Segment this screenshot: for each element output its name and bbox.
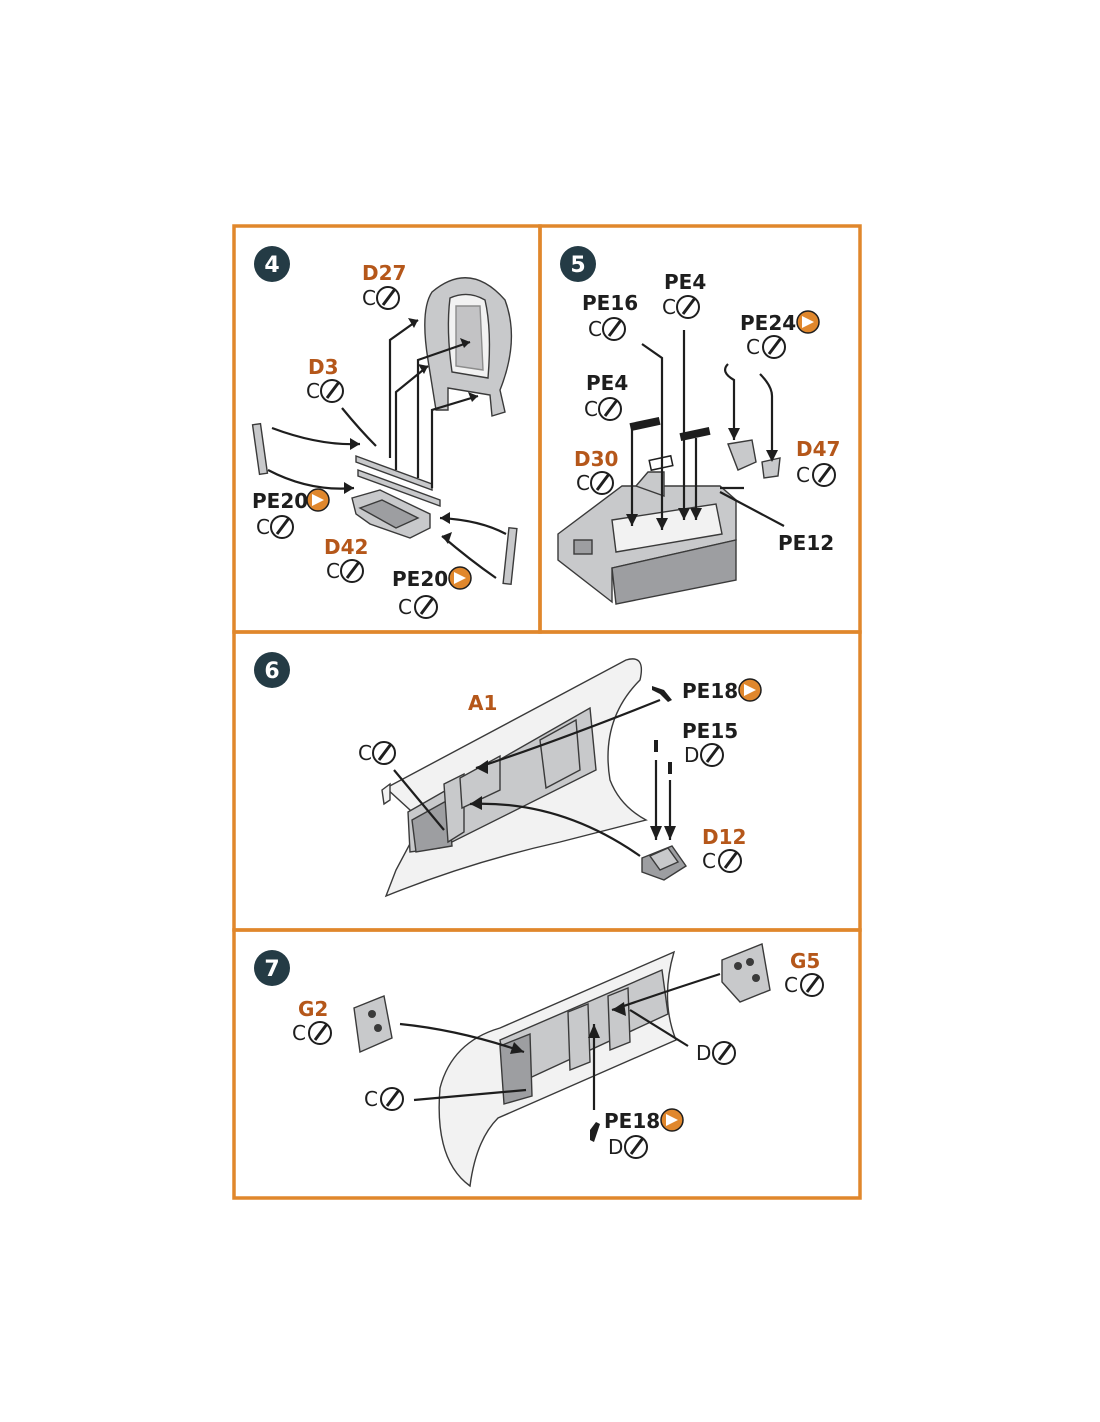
step-6-badge [254,652,290,688]
step-5-badge [560,246,596,282]
photo-etch-icon [306,488,330,512]
paint-brush-icon [718,849,742,873]
part-label-pe4-b: PE4 [586,371,628,395]
photo-etch-icon [660,1108,684,1132]
paint-code-d27: C [362,286,376,310]
photo-etch-icon [738,678,762,702]
part-label-pe4-a: PE4 [664,270,706,294]
step-4-badge [254,246,290,282]
part-label-pe18-b: PE18 [604,1109,660,1133]
paint-code-d3: C [306,379,320,403]
paint-brush-icon [320,379,344,403]
part-label-pe12: PE12 [778,531,834,555]
paint-brush-icon [376,286,400,310]
instrument-panel-g2 [353,995,393,1054]
paint-code-pe20-b: C [398,595,412,619]
step-7-frame [232,928,862,1200]
part-label-d42: D42 [324,535,368,559]
paint-brush-icon [602,317,626,341]
part-label-pe20-a: PE20 [252,489,308,513]
paint-brush-icon [590,471,614,495]
paint-code-d47: C [796,463,810,487]
paint-code-pe18-b: D [608,1135,623,1159]
photo-etch-icon [448,566,472,590]
step-6-panel: 6 A1 C PE18 PE1 [254,652,762,898]
part-label-d27: D27 [362,261,406,285]
paint-brush-icon [308,1021,332,1045]
paint-brush-icon [700,743,724,767]
paint-code-pe15: D [684,743,699,767]
paint-code-d-side: D [696,1041,711,1065]
part-label-pe16: PE16 [582,291,638,315]
step-7-badge [254,950,290,986]
paint-brush-icon [414,595,438,619]
paint-code-pe4-b: C [584,397,598,421]
paint-code-pe4-a: C [662,295,676,319]
seat-frame-d3 [355,454,433,492]
paint-code-d12: C [702,849,716,873]
paint-brush-icon [372,741,396,765]
step-5-number: 5 [570,253,585,278]
step-4-number: 4 [264,253,279,278]
step-4-panel: 4 [251,246,518,619]
paint-brush-icon [380,1087,404,1111]
paint-code-fuselage: C [358,741,372,765]
part-label-d47: D47 [796,437,840,461]
paint-brush-icon [800,973,824,997]
part-label-pe15: PE15 [682,719,738,743]
part-label-pe24: PE24 [740,311,796,335]
paint-brush-icon [812,463,836,487]
part-label-g2: G2 [298,997,328,1021]
paint-brush-icon [270,515,294,539]
paint-code-g2: C [292,1021,306,1045]
step-5-arrows [630,330,785,530]
paint-brush-icon [712,1041,736,1065]
part-label-a1: A1 [468,691,497,715]
step-7-number: 7 [264,957,279,982]
step-7-panel: 7 G5 C G2 C D C [254,943,824,1188]
paint-code-pe16: C [588,317,602,341]
photo-etch-icon [796,310,820,334]
paint-brush-icon [762,335,786,359]
paint-brush-icon [676,295,700,319]
step-6-number: 6 [264,659,279,684]
part-label-d30: D30 [574,447,618,471]
pe16-strip [629,416,661,432]
paint-brush-icon [340,559,364,583]
part-label-d12: D12 [702,825,746,849]
step-5-panel: 5 PE4 C [557,246,840,605]
paint-brush-icon [624,1135,648,1159]
panel-frames [232,224,862,1200]
paint-code-pe24: C [746,335,760,359]
paint-code-pe20-a: C [256,515,270,539]
part-label-pe20-b: PE20 [392,567,448,591]
paint-code-g5: C [784,973,798,997]
paint-code-d42: C [326,559,340,583]
part-label-d3: D3 [308,355,339,379]
part-label-pe18-a: PE18 [682,679,738,703]
paint-code-d30: C [576,471,590,495]
paint-code-c-side: C [364,1087,378,1111]
part-label-g5: G5 [790,949,820,973]
instrument-panel-g5 [721,943,771,1003]
paint-brush-icon [598,397,622,421]
